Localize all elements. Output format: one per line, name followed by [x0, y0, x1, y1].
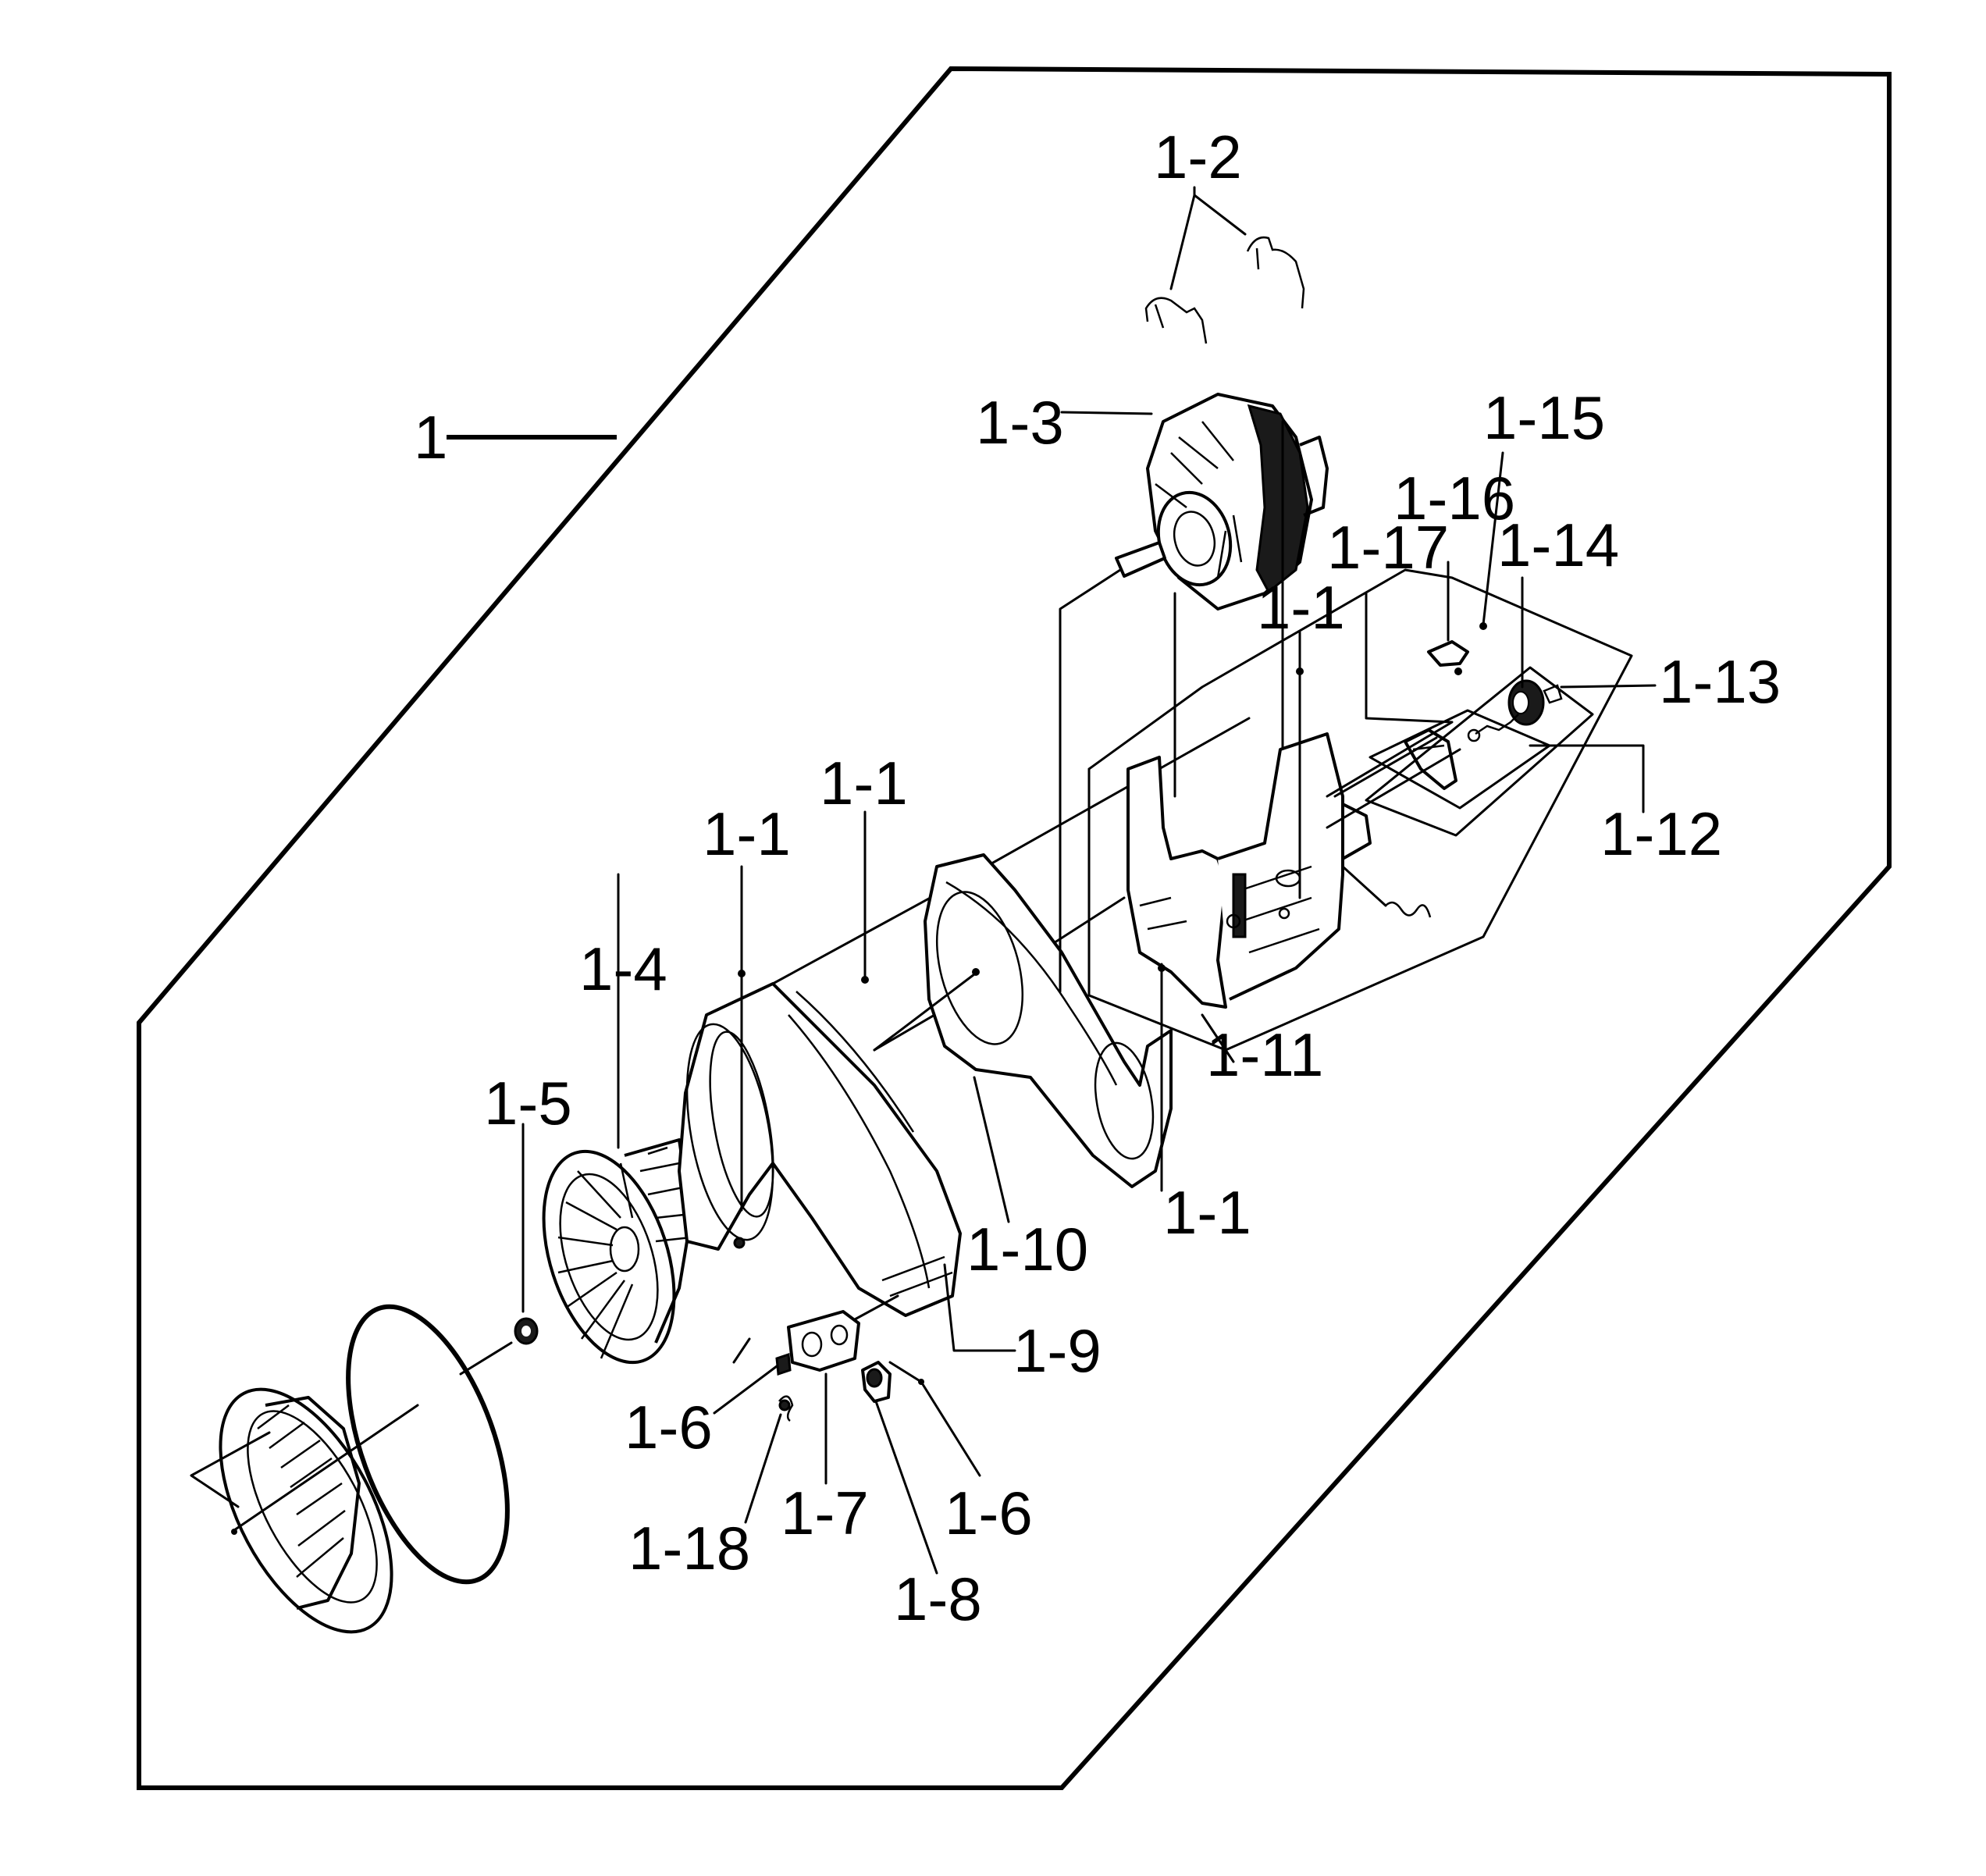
- label-1-18: 1-18: [628, 1514, 750, 1582]
- leader-1-8: [874, 1400, 938, 1575]
- label-1-6-left: 1-6: [625, 1393, 713, 1461]
- rear-housing-plate: [924, 853, 1173, 1188]
- leader-1-18: [744, 1413, 782, 1524]
- label-1-1-c: 1-1: [1257, 573, 1345, 642]
- label-1: 1: [414, 403, 447, 472]
- label-1-8: 1-8: [894, 1565, 982, 1633]
- label-1-1-a: 1-1: [703, 799, 791, 868]
- plate-1-7: [787, 1310, 860, 1372]
- group-1-14-outline: [1365, 666, 1594, 837]
- motor-part: [1115, 393, 1329, 611]
- o-ring-gasket: [346, 1304, 510, 1585]
- spring-1-18: [778, 1395, 794, 1422]
- bracket-link: [1326, 736, 1461, 829]
- blower-housing: [678, 982, 962, 1317]
- label-1-1-d: 1-1: [1163, 1178, 1251, 1247]
- bracket-group-outline: [1087, 568, 1633, 1052]
- leader-1-13: [1560, 684, 1657, 689]
- nut-part: [514, 1317, 539, 1345]
- leader-1-3: [1060, 411, 1153, 415]
- label-1-15: 1-15: [1483, 383, 1605, 452]
- cap-part: [1507, 679, 1563, 726]
- clip-parts: [1144, 236, 1305, 344]
- label-1-7: 1-7: [781, 1479, 869, 1547]
- label-1-10: 1-10: [966, 1215, 1088, 1283]
- bracket-spring: [1385, 901, 1432, 918]
- label-1-14: 1-14: [1497, 511, 1619, 579]
- leader-1-6-left: [713, 1365, 778, 1415]
- clamp-1-8: [861, 1361, 892, 1403]
- label-1-11: 1-11: [1206, 1020, 1323, 1089]
- leader-1-6-right: [888, 1361, 981, 1477]
- leader-1-9: [943, 1263, 1016, 1352]
- base-plate: [1404, 728, 1457, 790]
- label-1-2: 1-2: [1154, 123, 1242, 191]
- front-shroud: [219, 1387, 393, 1634]
- leader-1-15: [1482, 451, 1504, 626]
- label-1-5: 1-5: [484, 1069, 572, 1137]
- label-1-1-b: 1-1: [820, 749, 908, 817]
- leader-1-11: [1201, 1013, 1235, 1063]
- label-1-13: 1-13: [1659, 647, 1781, 716]
- motor-bracket: [1126, 732, 1372, 1009]
- label-1-6-right: 1-6: [945, 1479, 1033, 1547]
- leader-1-10: [973, 1076, 1010, 1223]
- leader-1-2: [1169, 186, 1247, 290]
- spring-part-1-14: [1467, 714, 1519, 742]
- label-1-9: 1-9: [1013, 1316, 1102, 1385]
- label-1-4: 1-4: [579, 934, 667, 1003]
- leader-1-12: [1529, 744, 1645, 813]
- label-1-12: 1-12: [1600, 799, 1722, 868]
- lever-guide: [1326, 592, 1454, 798]
- label-1-17: 1-17: [1327, 513, 1449, 582]
- rear-plate-guide: [873, 970, 979, 1052]
- assembly-boundary: [137, 66, 1892, 1790]
- screw-left: [775, 1352, 792, 1376]
- label-1-16: 1-16: [1393, 464, 1515, 532]
- clip-part-1-16: [1427, 640, 1469, 675]
- duct-to-plate-guide: [732, 1294, 899, 1364]
- fan-wheel: [542, 1138, 692, 1365]
- motor-shaft-guide: [1059, 568, 1122, 993]
- shroud-guide: [190, 1341, 513, 1532]
- label-1-3: 1-3: [976, 388, 1064, 457]
